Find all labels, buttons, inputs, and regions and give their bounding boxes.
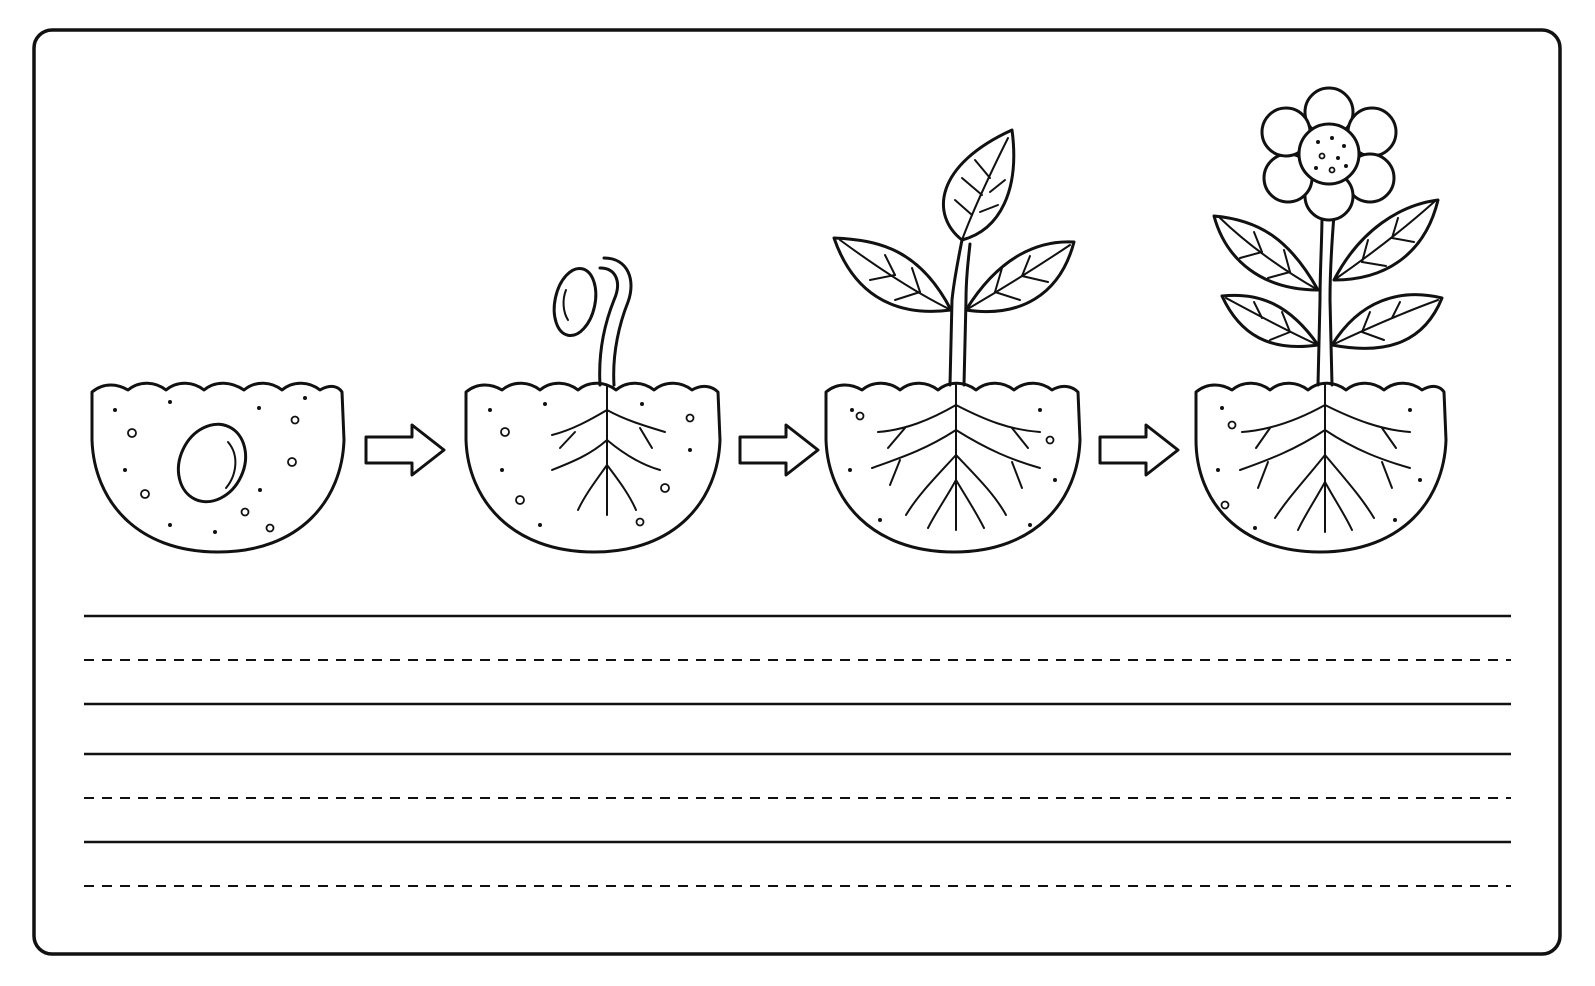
seed-icon [176, 422, 248, 504]
soil-pot-4 [1194, 381, 1448, 554]
stage-seedling [824, 128, 1082, 554]
stage-seed [90, 381, 346, 554]
arrow-right-icon [1098, 423, 1180, 477]
arrow-right-icon [364, 423, 446, 477]
stage-germination [464, 256, 722, 554]
soil-cup [824, 381, 1082, 554]
writing-lines [84, 614, 1511, 887]
stage-flowering-plant [1194, 86, 1448, 554]
soil-pot-2 [464, 381, 722, 554]
seedling-icon [832, 128, 1076, 531]
soil-cup [464, 381, 722, 554]
soil-cup [1194, 381, 1448, 554]
arrow-right-icon [738, 423, 820, 477]
soil-pot-3 [824, 381, 1082, 554]
flowering-plant-icon [1212, 86, 1444, 533]
worksheet-frame [32, 28, 1562, 956]
germinating-seed-icon [551, 256, 666, 516]
flower-icon [1260, 86, 1398, 222]
